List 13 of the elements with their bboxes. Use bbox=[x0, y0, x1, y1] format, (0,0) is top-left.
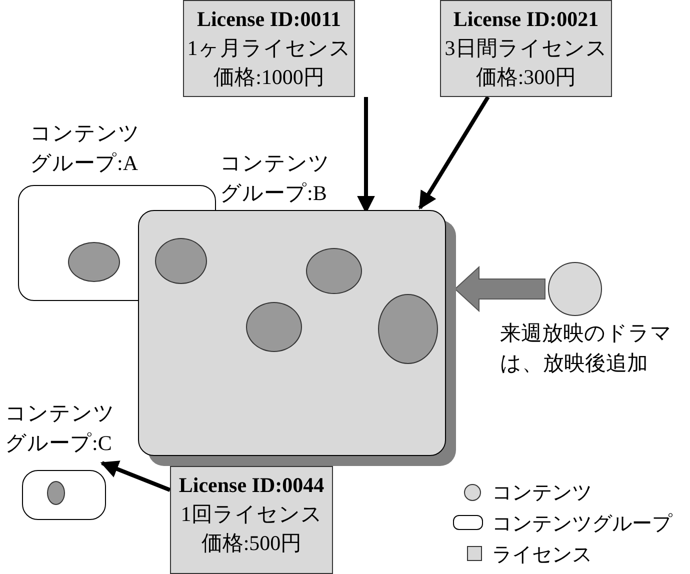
arrow bbox=[454, 266, 546, 312]
group-label: コンテンツグループ:A bbox=[30, 120, 141, 177]
legend-text: ライセンス bbox=[492, 542, 592, 566]
license-box: License ID:0044 1回ライセンス 価格:500円 bbox=[170, 466, 333, 574]
license-box: License ID:0011 1ヶ月ライセンス 価格:1000円 bbox=[183, 0, 355, 97]
note-text: 来週放映のドラマは、放映後追加 bbox=[500, 320, 672, 377]
group-label: コンテンツグループ:C bbox=[5, 400, 116, 457]
arrow bbox=[100, 460, 171, 492]
license-box: License ID:0021 3日間ライセンス 価格:300円 bbox=[440, 0, 612, 97]
group-label: コンテンツグループ:B bbox=[220, 150, 331, 207]
legend-text: コンテンツグループ bbox=[492, 511, 672, 535]
arrow bbox=[418, 96, 490, 210]
legend-text: コンテンツ bbox=[492, 480, 592, 504]
